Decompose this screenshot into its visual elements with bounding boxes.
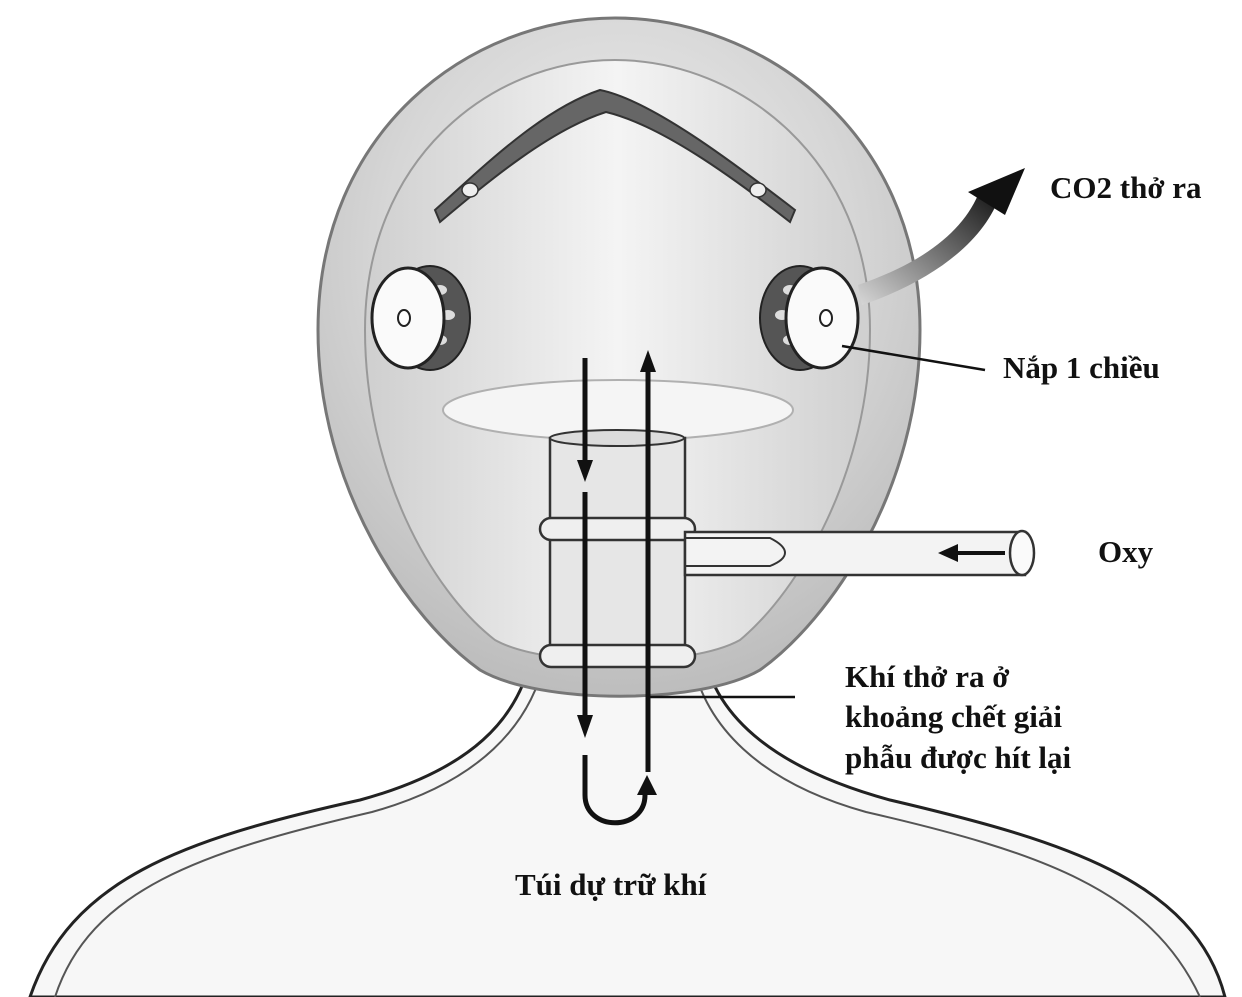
- right-one-way-valve-icon: [760, 266, 858, 370]
- label-co2-out: CO2 thở ra: [1050, 168, 1202, 208]
- label-rebreathed-gas-line3: phẫu được hít lại: [845, 738, 1071, 778]
- label-reservoir-bag: Túi dự trữ khí: [515, 865, 706, 905]
- label-rebreathed-gas-line1: Khí thở ra ở: [845, 657, 1071, 697]
- tube-connector: [540, 430, 695, 667]
- label-oxygen: Oxy: [1098, 532, 1153, 572]
- label-rebreathed-gas: Khí thở ra ở khoảng chết giải phẫu được …: [845, 657, 1071, 778]
- label-one-way-valve: Nắp 1 chiều: [1003, 348, 1160, 388]
- oxygen-inlet-tube: [685, 531, 1034, 575]
- left-one-way-valve-icon: [372, 266, 470, 370]
- label-rebreathed-gas-line2: khoảng chết giải: [845, 697, 1071, 737]
